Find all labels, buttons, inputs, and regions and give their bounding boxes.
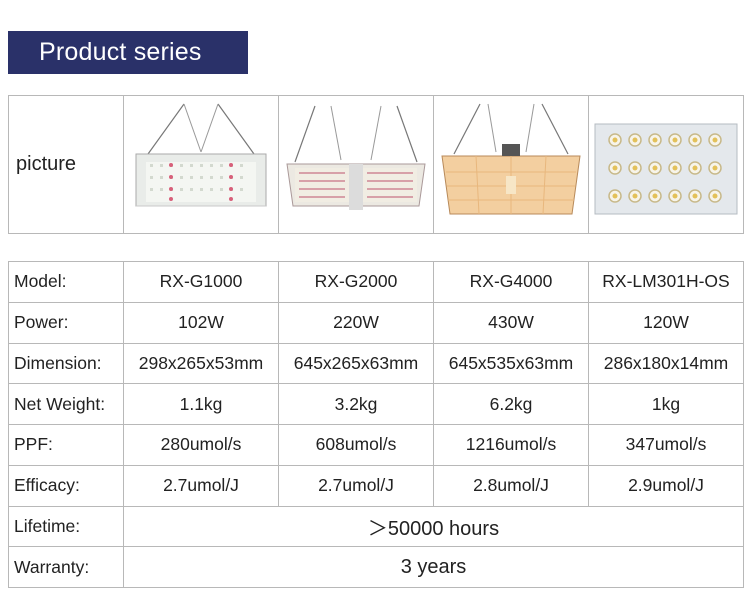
spec-label: PPF: bbox=[8, 424, 124, 466]
spec-label: Lifetime: bbox=[8, 505, 124, 548]
spec-label: Dimension: bbox=[8, 342, 124, 385]
spec-value: 1.1kg bbox=[123, 383, 279, 425]
spec-value: RX-G2000 bbox=[278, 261, 434, 303]
spec-value-merged: ＞50000 hours bbox=[123, 505, 744, 548]
spec-value: 2.7umol/J bbox=[278, 464, 434, 507]
spec-row-ppf: PPF: 280umol/s 608umol/s 1216umol/s 347u… bbox=[8, 424, 744, 466]
spec-row-power: Power: 102W 220W 430W 120W bbox=[8, 301, 744, 344]
picture-row: picture bbox=[8, 95, 744, 234]
spec-value: 2.9umol/J bbox=[588, 464, 744, 507]
spec-value-merged: 3 years bbox=[123, 546, 744, 588]
product-image-cell bbox=[123, 95, 279, 234]
product-image-cell bbox=[588, 95, 744, 234]
spec-value: 120W bbox=[588, 301, 744, 344]
spec-value: 220W bbox=[278, 301, 434, 344]
spec-row-lifetime: Lifetime: ＞50000 hours bbox=[8, 505, 744, 548]
spec-value: 1kg bbox=[588, 383, 744, 425]
spec-label: Model: bbox=[8, 261, 124, 303]
spec-row-warranty: Warranty: 3 years bbox=[8, 546, 744, 588]
spec-value: 2.8umol/J bbox=[433, 464, 589, 507]
spec-row-model: Model: RX-G1000 RX-G2000 RX-G4000 RX-LM3… bbox=[8, 261, 744, 303]
specification-table: Model: RX-G1000 RX-G2000 RX-G4000 RX-LM3… bbox=[8, 261, 744, 588]
spec-label: Net Weight: bbox=[8, 383, 124, 425]
spec-value: 608umol/s bbox=[278, 424, 434, 466]
spec-value: 645x535x63mm bbox=[433, 342, 589, 385]
product-picture-table: picture bbox=[8, 95, 744, 234]
spec-value: 347umol/s bbox=[588, 424, 744, 466]
spec-value: 645x265x63mm bbox=[278, 342, 434, 385]
spec-row-net-weight: Net Weight: 1.1kg 3.2kg 6.2kg 1kg bbox=[8, 383, 744, 425]
spec-value: RX-G4000 bbox=[433, 261, 589, 303]
grow-light-rx-g1000-image bbox=[135, 103, 267, 207]
spec-value: RX-G1000 bbox=[123, 261, 279, 303]
product-image-cell bbox=[433, 95, 589, 234]
grow-light-rx-g4000-image bbox=[441, 103, 581, 215]
spec-row-dimension: Dimension: 298x265x53mm 645x265x63mm 645… bbox=[8, 342, 744, 385]
spec-value: 6.2kg bbox=[433, 383, 589, 425]
spec-value: 298x265x53mm bbox=[123, 342, 279, 385]
spec-value: 2.7umol/J bbox=[123, 464, 279, 507]
spec-value: 3.2kg bbox=[278, 383, 434, 425]
spec-label: Efficacy: bbox=[8, 464, 124, 507]
spec-value: 280umol/s bbox=[123, 424, 279, 466]
spec-value: RX-LM301H-OS bbox=[588, 261, 744, 303]
spec-value: 1216umol/s bbox=[433, 424, 589, 466]
spec-value: 102W bbox=[123, 301, 279, 344]
section-title: Product series bbox=[39, 38, 202, 66]
grow-light-rx-g2000-image bbox=[286, 105, 426, 210]
spec-value: 286x180x14mm bbox=[588, 342, 744, 385]
spec-label: Power: bbox=[8, 301, 124, 344]
led-board-rx-lm301h-os-image bbox=[594, 123, 738, 215]
section-title-banner: Product series bbox=[8, 31, 248, 74]
product-image-cell bbox=[278, 95, 434, 234]
spec-value: 430W bbox=[433, 301, 589, 344]
spec-label: Warranty: bbox=[8, 546, 124, 588]
spec-row-efficacy: Efficacy: 2.7umol/J 2.7umol/J 2.8umol/J … bbox=[8, 464, 744, 507]
picture-row-label: picture bbox=[8, 95, 124, 234]
